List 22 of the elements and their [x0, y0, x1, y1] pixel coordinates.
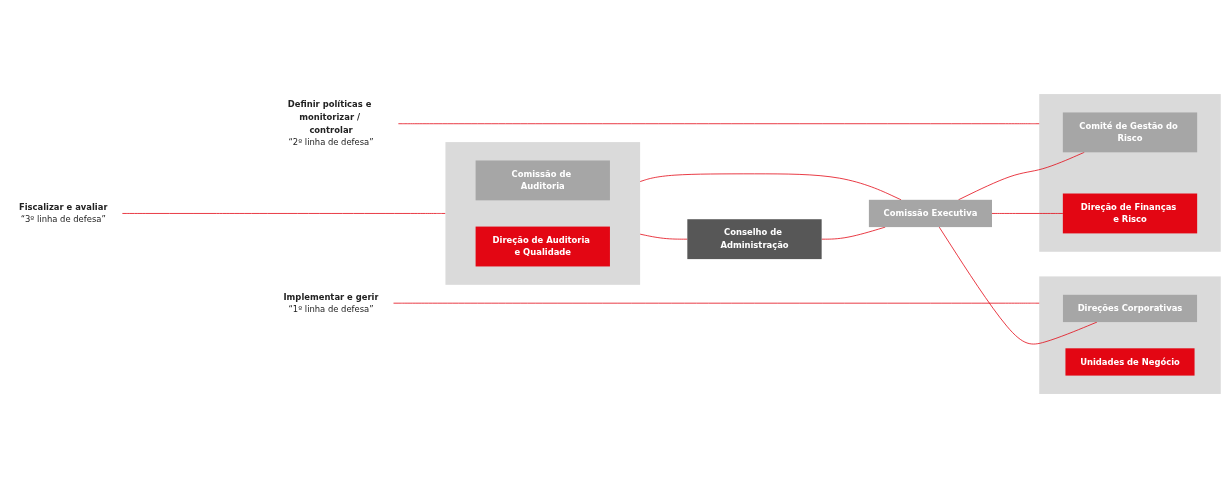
connector	[392, 303, 1040, 304]
connector	[121, 213, 446, 215]
node-box: Comité de Gestão do Risco	[1062, 112, 1198, 153]
node-text: Fiscalizar e avaliar “3º linha de defesa”	[18, 202, 108, 225]
connector	[639, 173, 902, 201]
node-box: Unidades de Negócio	[1065, 348, 1195, 376]
node-box: Direções Corporativas	[1062, 295, 1198, 323]
cluster	[445, 142, 641, 286]
cluster	[1039, 94, 1221, 253]
cluster	[1039, 276, 1221, 395]
connector	[958, 152, 1085, 201]
node-box: Direção de Auditoria e Qualidade	[475, 227, 610, 267]
connector	[991, 213, 1064, 215]
node-box: Direção de Finanças e Risco	[1062, 193, 1198, 234]
node-text: Implementar e gerir “1º linha de defesa”	[283, 292, 379, 315]
node-box: Conselho de Administração	[687, 219, 822, 260]
node-box: Comissão Executiva	[868, 200, 992, 228]
node-text: Definir políticas e monitorizar / controlar “2º linha de defesa”	[287, 100, 374, 148]
connector	[639, 234, 688, 240]
connector	[938, 227, 1098, 345]
node-box: Comissão de Auditoria	[475, 160, 610, 201]
connector	[821, 227, 886, 240]
